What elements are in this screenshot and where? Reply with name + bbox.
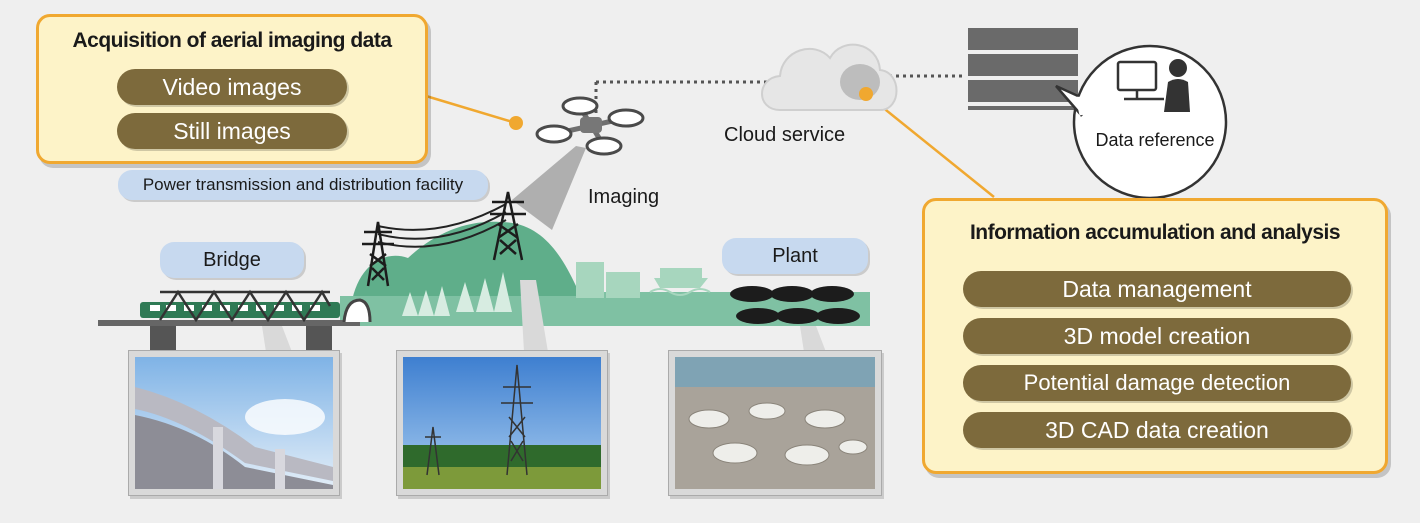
acquisition-panel: Acquisition of aerial imaging data Video… <box>36 14 428 164</box>
bridge-photo <box>128 350 340 496</box>
drone-icon <box>535 96 645 156</box>
tag-power-facility: Power transmission and distribution faci… <box>118 170 488 200</box>
analysis-panel: Information accumulation and analysis Da… <box>922 198 1388 474</box>
label-cloud-service: Cloud service <box>724 124 846 146</box>
bridge-photo-pointer <box>262 326 292 352</box>
tower-photo <box>396 350 608 496</box>
connector-analysis-dot <box>859 87 873 101</box>
pill-video-images: Video images <box>117 69 347 105</box>
connector-acquisition-line <box>425 94 517 125</box>
analysis-title: Information accumulation and analysis <box>969 221 1341 244</box>
transmission-tower-right <box>490 191 526 261</box>
pill-potential-damage-detection: Potential damage detection <box>963 365 1351 401</box>
tag-plant: Plant <box>722 238 868 274</box>
imaging-beam <box>512 146 586 230</box>
plant-photo-pointer <box>800 326 826 352</box>
connector-analysis-line <box>865 93 995 198</box>
connector-acquisition-dot <box>509 116 523 130</box>
data-reference-bubble <box>1055 44 1228 200</box>
pill-still-images: Still images <box>117 113 347 149</box>
town-buildings <box>576 262 640 298</box>
transmission-tower-left <box>362 221 394 287</box>
bridge-icon <box>98 289 372 350</box>
pill-3d-model-creation: 3D model creation <box>963 318 1351 354</box>
server-rack-icon <box>968 28 1078 110</box>
pill-3d-cad-data-creation: 3D CAD data creation <box>963 412 1351 448</box>
acquisition-title: Acquisition of aerial imaging data <box>72 29 392 52</box>
plant-photo <box>668 350 882 496</box>
tag-bridge: Bridge <box>160 242 304 278</box>
ship-icon <box>649 268 711 296</box>
forest-trees <box>402 272 512 316</box>
cloud-icon <box>761 43 898 111</box>
user-computer-icon <box>1116 59 1190 112</box>
oil-tanks-icon <box>730 286 860 324</box>
label-imaging: Imaging <box>588 186 660 208</box>
pill-data-management: Data management <box>963 271 1351 307</box>
tower-photo-pointer <box>520 280 548 352</box>
label-data-reference: Data reference <box>1095 130 1215 150</box>
